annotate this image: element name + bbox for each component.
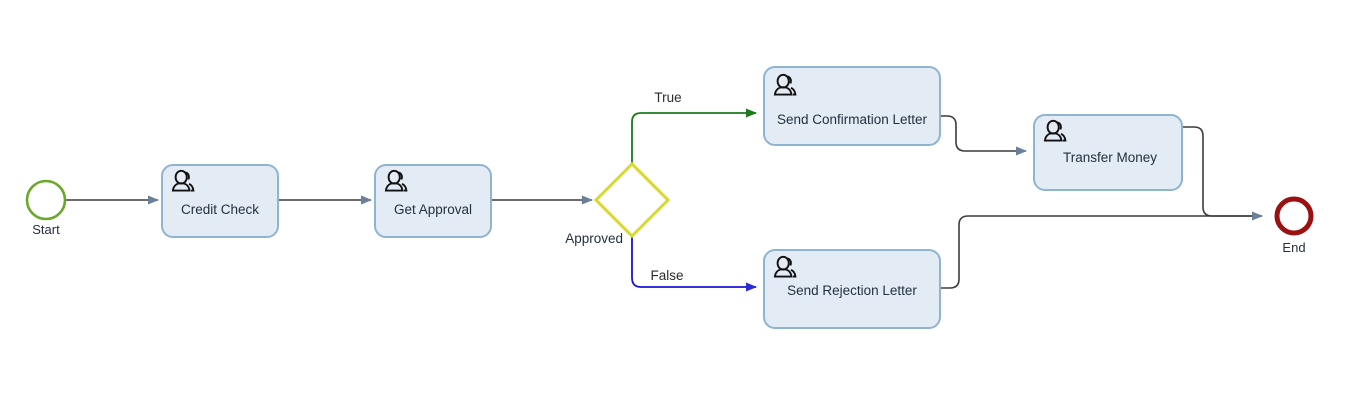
start-event-label: Start [32, 222, 60, 237]
edge-label-false: False [650, 268, 683, 283]
flow-layer [66, 108, 1263, 292]
task-send-rejection-letter-box[interactable] [763, 249, 941, 329]
task-credit-check[interactable]: Credit Check [161, 164, 279, 238]
task-send-rejection-letter[interactable]: Send Rejection Letter [763, 249, 941, 329]
task-transfer-money-box[interactable] [1033, 114, 1183, 191]
task-credit-check-label: Credit Check [181, 202, 259, 217]
task-transfer-money[interactable]: Transfer Money [1033, 114, 1183, 191]
flow-transfer-to-end [1182, 126, 1262, 217]
end-event[interactable]: End [1274, 196, 1314, 255]
gateway-approved[interactable]: Approved [565, 161, 671, 246]
start-event-circle[interactable] [25, 179, 67, 221]
start-event[interactable]: Start [25, 179, 67, 237]
gateway-approved-label: Approved [565, 231, 623, 246]
edge-label-true: True [654, 90, 681, 105]
task-send-confirmation-letter-box[interactable] [763, 66, 941, 146]
flow-gateway-false-to-rejection [631, 236, 757, 292]
gateway-approved-diamond[interactable] [593, 161, 671, 239]
flow-rejection-to-end [940, 211, 1263, 289]
flow-gateway-true-to-confirmation [631, 108, 757, 164]
task-send-rejection-letter-label: Send Rejection Letter [787, 283, 917, 298]
task-get-approval[interactable]: Get Approval [374, 164, 492, 238]
task-send-confirmation-letter[interactable]: Send Confirmation Letter [763, 66, 941, 146]
end-event-circle[interactable] [1274, 196, 1314, 236]
task-get-approval-label: Get Approval [394, 202, 472, 217]
task-get-approval-box[interactable] [374, 164, 492, 238]
task-send-confirmation-letter-label: Send Confirmation Letter [777, 112, 928, 127]
end-event-label: End [1282, 240, 1305, 255]
task-transfer-money-label: Transfer Money [1063, 150, 1157, 165]
task-credit-check-box[interactable] [161, 164, 279, 238]
flow-confirmation-to-transfer [940, 115, 1027, 156]
